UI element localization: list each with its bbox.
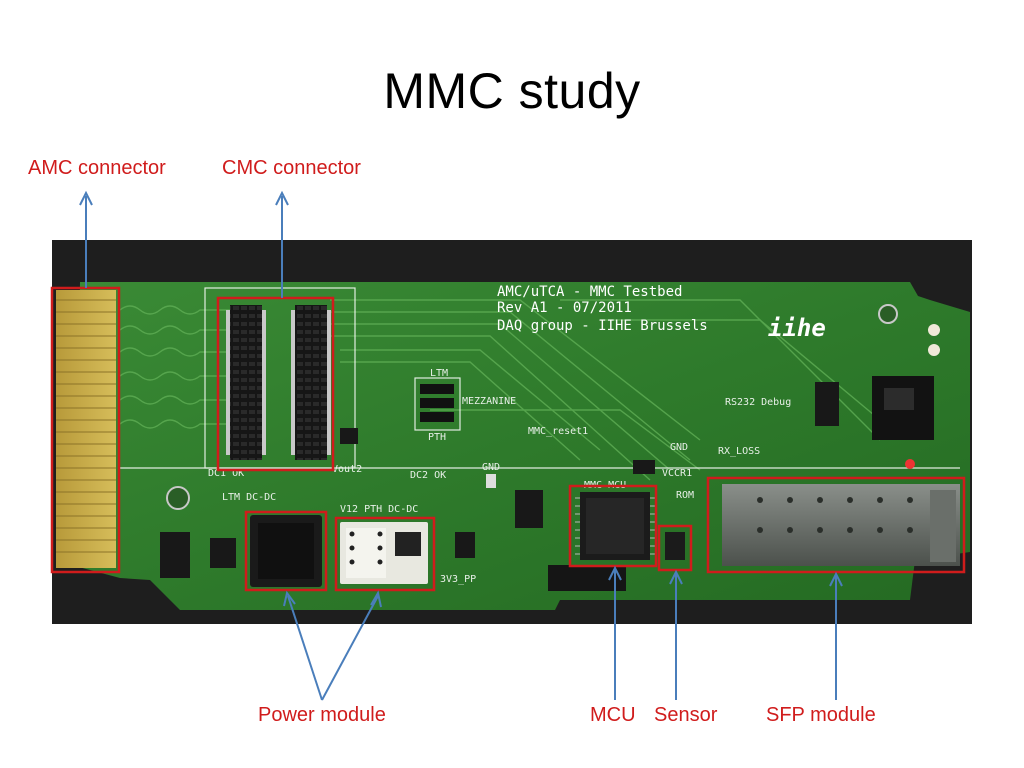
header-pins (226, 310, 331, 455)
led-d7 (928, 344, 940, 356)
silk-rs232: RS232 Debug (725, 397, 791, 408)
silk-pth-dcdc: V12 PTH DC-DC (340, 504, 418, 515)
ic-chip (515, 490, 543, 528)
silk-mmc-reset: MMC_reset1 (528, 426, 588, 437)
ic-chip (210, 538, 236, 568)
silk-line-1: AMC/uTCA - MMC Testbed (497, 284, 682, 300)
sensor-label: Sensor (654, 704, 718, 726)
cmc-header-right (295, 305, 327, 460)
sfp-module-label: SFP module (766, 704, 876, 726)
silk-rom: ROM (676, 490, 694, 501)
pth-module-box (334, 516, 436, 592)
mcu-box (568, 484, 658, 568)
cmc-connector-label: CMC connector (222, 157, 361, 179)
ic-chip (633, 460, 655, 474)
silk-gnd-2: GND (670, 442, 688, 453)
pth-inductor (395, 532, 421, 556)
gold-finger-lines (56, 299, 116, 553)
p2-header (548, 565, 626, 591)
cmc-connector-box (216, 296, 335, 472)
sfp-cage-holes (757, 497, 913, 533)
silkscreen-outline (120, 287, 960, 469)
mcu-label: MCU (590, 704, 636, 726)
silk-ltm: LTM (430, 368, 448, 379)
sfp-latch (930, 490, 956, 562)
mezzanine-header (420, 384, 454, 422)
pcb-traces (119, 299, 881, 481)
ic-chip (455, 532, 475, 558)
silk-gnd: GND (482, 462, 500, 473)
silk-dc2-ok: DC2 OK (410, 470, 446, 481)
silk-dc1-ok: DC1 OK (208, 468, 244, 479)
annotation-arrows (79, 190, 843, 701)
silk-rx-loss: RX_LOSS (718, 446, 760, 457)
silk-pth: PTH (428, 432, 446, 443)
slide-title: MMC study (383, 63, 641, 119)
mcu-die (586, 498, 644, 554)
amc-connector-label: AMC connector (28, 157, 166, 179)
sfp-cage (722, 484, 960, 566)
silk-line-3: DAQ group - IIHE Brussels (497, 318, 708, 334)
silk-line-2: Rev A1 - 07/2011 (497, 300, 632, 316)
silk-mezzanine: MEZZANINE (462, 396, 516, 407)
silk-vout: Vout2 (332, 464, 362, 475)
led-d3 (905, 459, 915, 469)
mcu-pins (575, 497, 655, 555)
ltm-module-box (244, 510, 328, 592)
mounting-hole (166, 486, 190, 510)
ic-chip (815, 382, 839, 426)
iihe-logo: iihe (768, 314, 826, 342)
amc-gold-fingers (56, 290, 116, 568)
rs232-port (884, 388, 914, 410)
power-module-label: Power module (258, 704, 386, 726)
silk-ltm-dcdc: LTM DC-DC (222, 492, 276, 503)
ic-chip (340, 428, 358, 444)
ic-chip (160, 532, 190, 578)
sensor-box (657, 524, 693, 572)
silk-3v3: 3V3_PP (440, 574, 476, 585)
ltm-module-face (258, 523, 314, 579)
pth-pins (349, 531, 383, 565)
mounting-hole (878, 304, 898, 324)
sensor-chip (665, 532, 685, 560)
gnd-test-point (486, 474, 496, 488)
cmc-header-left (230, 305, 262, 460)
silk-vccr: VCCR1 (662, 468, 692, 479)
led-d9 (928, 324, 940, 336)
